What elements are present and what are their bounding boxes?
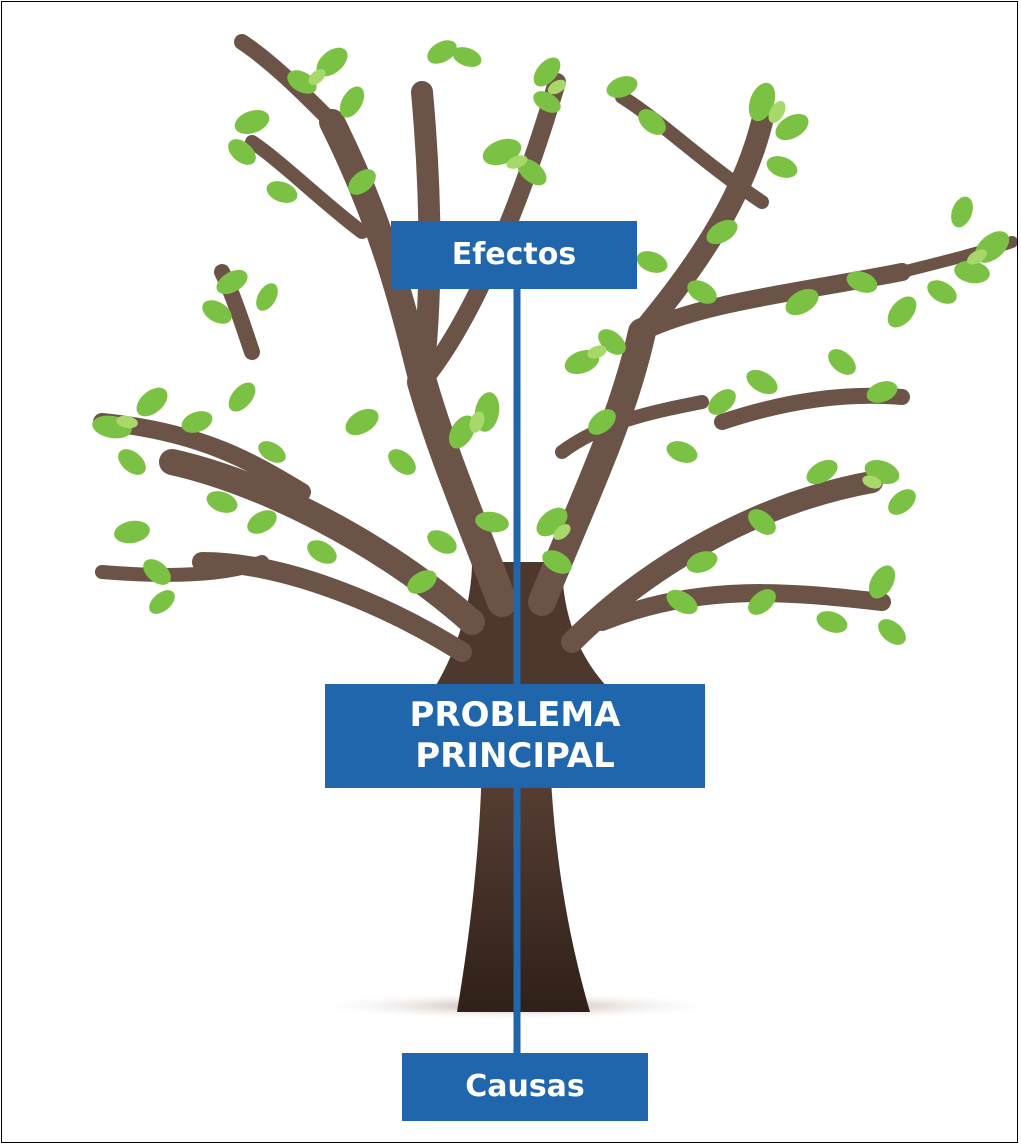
leaf <box>766 156 798 178</box>
main-problem-label-line2: PRINCIPAL <box>415 736 615 776</box>
leaf <box>339 86 365 118</box>
leaf <box>475 511 509 533</box>
leaf <box>806 459 838 485</box>
leaf <box>118 449 146 475</box>
leaf <box>866 381 898 403</box>
leaf <box>553 524 571 540</box>
leaf <box>666 441 698 463</box>
leaf <box>448 415 476 449</box>
branch <box>93 413 311 501</box>
leaf <box>517 158 547 186</box>
leaf <box>927 280 957 304</box>
branch <box>593 584 891 631</box>
leaf <box>748 589 776 615</box>
leaf <box>228 382 256 412</box>
causes-label: Causas <box>465 1069 585 1104</box>
leaf <box>308 69 326 85</box>
leaf <box>687 280 717 304</box>
leaf <box>888 489 916 515</box>
leaf <box>407 570 437 594</box>
leaf <box>708 389 736 415</box>
leaf <box>768 101 786 123</box>
leaf <box>258 441 286 463</box>
leaf <box>469 411 485 433</box>
tree-branches <box>93 34 1017 662</box>
leaf <box>638 109 666 135</box>
leaf <box>816 611 848 633</box>
leaf <box>143 559 171 585</box>
leaf <box>868 565 896 599</box>
main-problem-label-box: PROBLEMA PRINCIPAL <box>325 684 705 788</box>
leaf <box>388 449 416 475</box>
leaf <box>256 283 278 311</box>
leaf <box>828 349 856 375</box>
leaf <box>452 47 482 67</box>
leaf <box>506 155 528 169</box>
leaf <box>967 249 987 265</box>
leaf <box>345 408 379 436</box>
leaf <box>181 411 213 433</box>
leaf <box>116 415 138 429</box>
effects-label-box: Efectos <box>391 221 637 289</box>
leaf <box>228 139 256 165</box>
leaf <box>775 113 809 141</box>
leaf <box>587 345 607 359</box>
leaf <box>427 530 457 554</box>
leaf <box>216 269 248 295</box>
leaf <box>706 219 738 245</box>
leaf <box>206 491 238 513</box>
leaf <box>307 540 337 564</box>
leaf <box>951 196 973 228</box>
leaf <box>954 260 990 284</box>
leaf <box>748 82 776 122</box>
leaf <box>149 590 175 614</box>
leaf <box>748 509 776 535</box>
branch <box>159 449 485 635</box>
leaf <box>234 109 270 135</box>
leaf <box>247 510 277 534</box>
leaf <box>202 300 232 324</box>
leaf <box>114 520 150 544</box>
leaf <box>666 589 698 615</box>
leaf <box>606 76 638 98</box>
effects-label: Efectos <box>451 237 577 272</box>
tree-leaves-light <box>116 69 987 540</box>
leaf <box>862 475 882 489</box>
tree-trunk <box>457 762 590 1012</box>
leaf <box>846 271 878 293</box>
branch <box>555 395 709 459</box>
leaf <box>878 619 906 645</box>
leaf <box>547 79 567 95</box>
leaf <box>542 550 572 574</box>
branch <box>95 555 269 582</box>
tree-leaves <box>92 40 1010 645</box>
leaf <box>316 47 348 77</box>
branch <box>407 367 517 617</box>
leaf <box>636 251 668 273</box>
leaf <box>686 551 718 573</box>
leaf <box>136 387 168 417</box>
branch <box>234 34 340 130</box>
leaf <box>588 409 616 435</box>
branch <box>245 135 369 239</box>
leaf <box>746 369 778 395</box>
leaf <box>785 288 819 316</box>
leaf <box>348 169 376 195</box>
leaf <box>887 296 917 328</box>
leaf <box>287 70 317 94</box>
leaf <box>266 181 298 203</box>
causes-label-box: Causas <box>402 1053 648 1121</box>
main-problem-label-line1: PROBLEMA <box>409 695 621 736</box>
leaf <box>533 57 561 87</box>
leaf <box>533 91 561 113</box>
leaf <box>427 40 457 64</box>
branch <box>615 90 769 209</box>
